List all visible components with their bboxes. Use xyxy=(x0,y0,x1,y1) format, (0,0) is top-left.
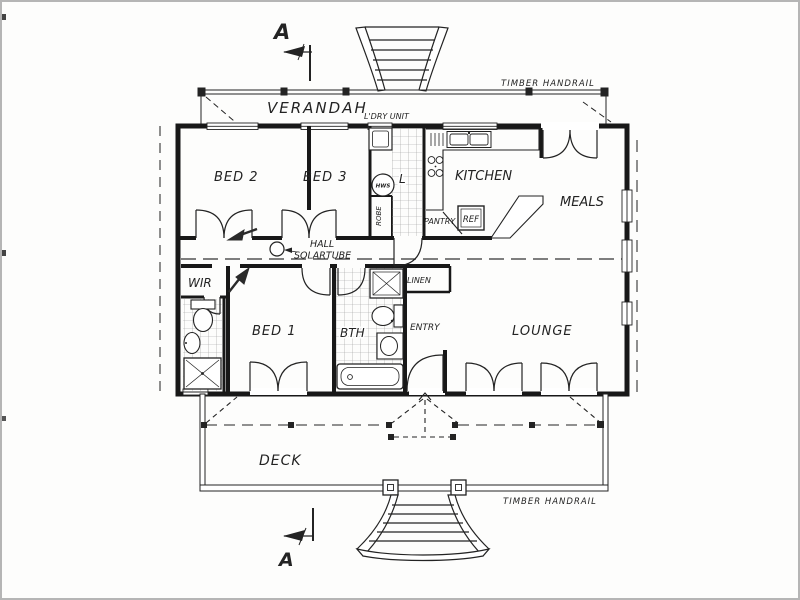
label-handrail-top: TIMBER HANDRAIL xyxy=(501,79,595,89)
label-lounge: LOUNGE xyxy=(512,324,573,339)
label-wir: WIR xyxy=(188,276,212,290)
top-wall-windows xyxy=(206,122,498,130)
pen-arrows xyxy=(226,227,258,293)
top-stairs xyxy=(355,26,449,92)
label-bed3: BED 3 xyxy=(303,170,348,185)
label-verandah: VERANDAH xyxy=(267,99,368,117)
label-robe: ROBE xyxy=(375,206,383,226)
bottom-stairs xyxy=(355,494,491,562)
interior-walls xyxy=(178,126,543,393)
verandah-handrail-top xyxy=(197,87,612,124)
bathroom-fixtures xyxy=(336,268,404,390)
label-pantry: PANTRY xyxy=(424,217,456,226)
label-laundry: L xyxy=(399,172,406,186)
label-ref: REF xyxy=(463,215,479,225)
hall-solartube xyxy=(269,241,298,257)
section-marker-bottom xyxy=(283,508,314,546)
doors xyxy=(195,209,598,392)
laundry-fixtures xyxy=(368,127,395,197)
section-marker-top xyxy=(283,43,312,81)
label-ldry-unit: L'DRY UNIT xyxy=(364,112,410,121)
label-section-bottom: A xyxy=(277,549,294,571)
label-bth: BTH xyxy=(340,326,365,340)
label-section-top: A xyxy=(272,20,290,44)
label-hws: HWS xyxy=(376,184,391,190)
label-bed2: BED 2 xyxy=(214,170,259,185)
kitchen-fixtures xyxy=(426,128,544,239)
label-kitchen: KITCHEN xyxy=(455,169,512,184)
label-meals: MEALS xyxy=(560,195,604,210)
label-handrail-bottom: TIMBER HANDRAIL xyxy=(503,497,597,507)
deck xyxy=(199,392,609,496)
meals-french-doors xyxy=(541,122,599,159)
label-hall: HALL xyxy=(310,239,334,250)
label-entry: ENTRY xyxy=(410,323,441,333)
ensuite-fixtures xyxy=(183,299,222,390)
label-linen: LINEN xyxy=(407,276,431,285)
label-bed1: BED 1 xyxy=(252,324,297,339)
label-deck: DECK xyxy=(259,453,302,469)
label-solartube: SOLARTUBE xyxy=(294,251,351,262)
right-wall-windows xyxy=(621,189,633,326)
